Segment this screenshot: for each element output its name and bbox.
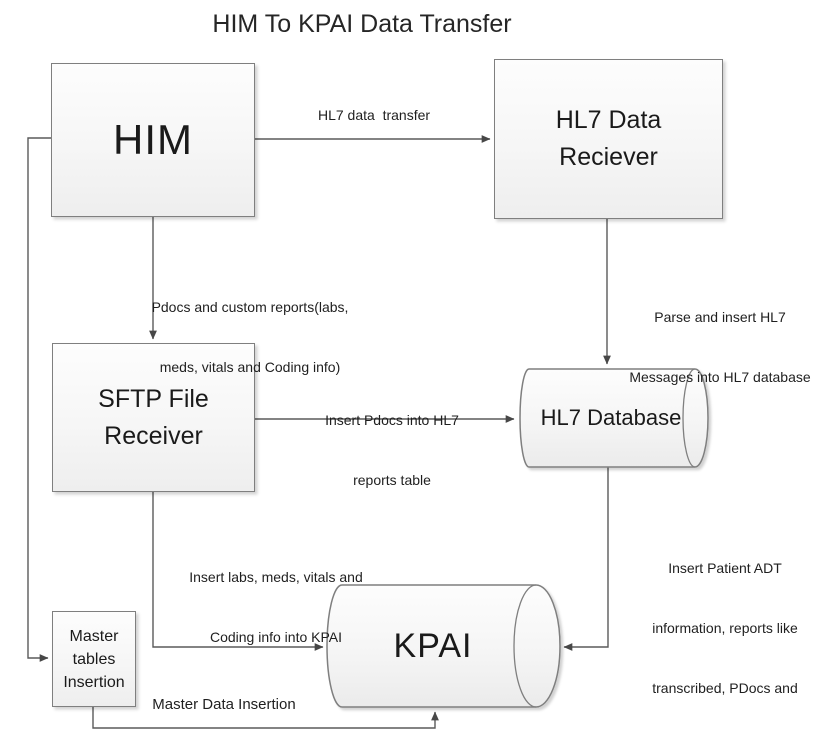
edge-label-hl7-data-transfer: HL7 data transfer	[317, 107, 431, 123]
master-tables-insertion-node: Master tables Insertion	[52, 611, 136, 707]
hl7-data-receiver-node: HL7 Data Reciever	[494, 59, 723, 219]
connector-him-to-master-tables	[27, 137, 51, 662]
hl7-data-receiver-label-line1: HL7 Data	[555, 106, 662, 134]
edge-label-pdocs-custom-reports: Pdocs and custom reports(labs, meds, vit…	[151, 299, 349, 375]
him-node: HIM	[51, 63, 255, 217]
hl7-database-label: HL7 Database	[540, 405, 682, 430]
him-node-label: HIM	[113, 116, 193, 163]
sftp-file-receiver-label-line1: SFTP File	[98, 384, 209, 413]
connector-master-tables-to-kpai	[92, 707, 439, 729]
master-tables-label-line2: tables	[72, 650, 116, 668]
edge-label-insert-labs-meds: Insert labs, meds, vitals and Coding inf…	[189, 569, 363, 645]
hl7-data-receiver-label-line2: Reciever	[559, 143, 658, 171]
kpai-cylinder	[326, 584, 561, 708]
sftp-file-receiver-label-line2: Receiver	[104, 421, 203, 450]
edge-label-parse-insert-hl7: Parse and insert HL7 Messages into HL7 d…	[629, 309, 811, 385]
hl7-database-cylinder	[519, 368, 709, 468]
connector-sftp-to-kpai	[152, 492, 324, 651]
master-tables-label-line1: Master	[69, 627, 119, 645]
diagram-title: HIM To KPAI Data Transfer	[212, 10, 512, 38]
edge-label-insert-pdocs: Insert Pdocs into HL7 reports table	[325, 412, 459, 488]
master-tables-label-line3: Insertion	[63, 673, 125, 691]
connector-database-to-kpai	[563, 467, 609, 651]
edge-label-insert-patient-adt: Insert Patient ADT information, reports …	[652, 560, 798, 743]
kpai-label: KPAI	[393, 626, 473, 665]
sftp-file-receiver-node: SFTP File Receiver	[52, 343, 255, 492]
edge-label-master-data-insertion: Master Data Insertion	[152, 696, 296, 713]
